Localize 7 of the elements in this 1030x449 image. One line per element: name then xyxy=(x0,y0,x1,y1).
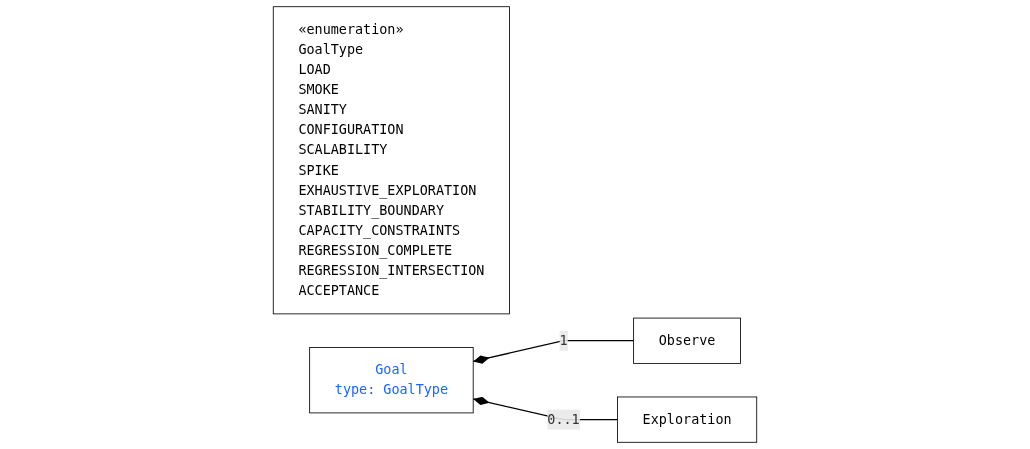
edge-label: 0..1 xyxy=(547,411,580,428)
node-box: Goal type: GoalType xyxy=(309,347,474,414)
node-box: Exploration xyxy=(617,396,758,443)
edge-label: 1 xyxy=(559,332,568,349)
node-box: «enumeration» GoalType LOAD SMOKE SANITY CONFIGURATION SCALABILITY SPIKE EXHAUSTIVE_EXPLORATION STABILITY_BOUNDARY CAPACITY_CONSTRAINTS REGRESSION_COMPLETE REGRESSION_INTERSECTION ACCEPTANCE xyxy=(272,6,510,315)
connector xyxy=(472,340,635,364)
node-box: Observe xyxy=(633,317,741,364)
